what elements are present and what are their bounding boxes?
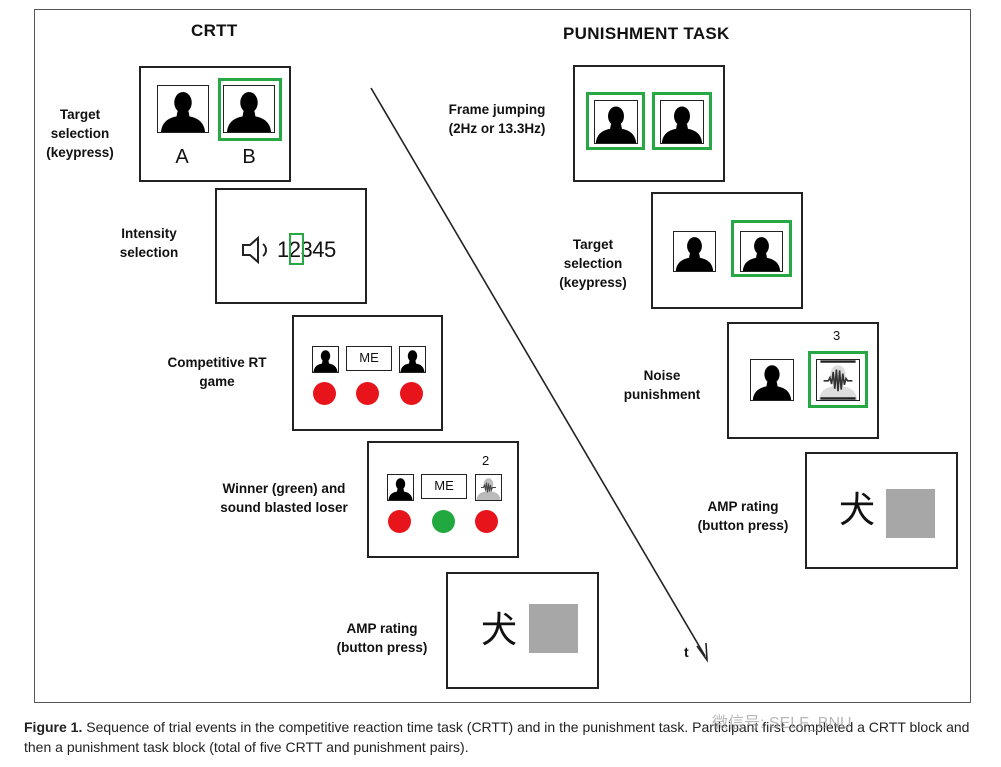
opponent-left-face-icon	[387, 474, 414, 501]
winner-panel: 2 ME	[367, 441, 519, 558]
opponent-right-face-icon	[740, 231, 783, 272]
frame-jumping-panel	[573, 65, 725, 182]
punishment-amp-rating-label: AMP rating (button press)	[697, 499, 789, 533]
punishment-amp-rating-panel: 犬	[805, 452, 958, 569]
selection-frame-left	[586, 92, 645, 150]
me-box: ME	[346, 346, 392, 371]
red-dot-right	[475, 510, 498, 533]
noise-punishment-label: Noise punishment	[623, 368, 701, 402]
speaker-icon	[242, 236, 267, 264]
opponent-right-face-icon	[660, 100, 704, 144]
crtt-heading: CRTT	[191, 21, 238, 40]
intensity-scale: 12345	[277, 237, 336, 262]
opponent-left-face-icon	[594, 100, 638, 144]
crtt-amp-rating-label: AMP rating (button press)	[336, 621, 428, 655]
chinese-character: 犬	[839, 490, 876, 531]
figure-frame	[34, 9, 971, 703]
competitive-rt-panel: ME	[292, 315, 443, 431]
winner-green-dot	[432, 510, 455, 533]
intensity-selection-panel: 12345	[215, 188, 367, 304]
figure-caption: Figure 1. Sequence of trial events in th…	[24, 717, 984, 757]
punishment-target-selection-label: Target selection (keypress)	[559, 237, 627, 290]
me-box: ME	[421, 474, 467, 499]
intensity-selection-label: Intensity selection	[119, 226, 179, 260]
sound-blasted-opponent-icon	[816, 359, 860, 401]
opponent-face-icon	[750, 359, 794, 401]
noise-square	[886, 489, 935, 538]
option-b-label: B	[242, 146, 256, 168]
option-a-label: A	[175, 146, 189, 168]
opponent-left-face-icon	[312, 346, 339, 373]
time-axis-label: t	[684, 644, 689, 660]
red-dot-right	[400, 382, 423, 405]
competitive-rt-label: Competitive RT game	[167, 355, 267, 389]
frame-jumping-label: Frame jumping (2Hz or 13.3Hz)	[448, 102, 546, 136]
selection-frame	[218, 78, 282, 141]
sound-blasted-loser-icon	[475, 474, 502, 501]
time-arrow	[370, 87, 708, 663]
opponent-b-face-icon	[223, 85, 275, 133]
intensity-number: 3	[833, 328, 841, 343]
opponent-left-face-icon	[673, 231, 716, 272]
intensity-number: 2	[482, 453, 490, 468]
selection-frame	[808, 351, 868, 408]
noise-punishment-panel: 3	[727, 322, 879, 439]
winner-label: Winner (green) and sound blasted loser	[220, 481, 348, 515]
red-dot-left	[388, 510, 411, 533]
red-dot-left	[313, 382, 336, 405]
punishment-task-heading: PUNISHMENT TASK	[563, 24, 730, 43]
figure-label: Figure 1.	[24, 719, 83, 735]
selection-frame-right	[652, 92, 712, 150]
caption-text: Sequence of trial events in the competit…	[24, 719, 970, 755]
crtt-target-selection-panel: A B	[139, 66, 291, 182]
crtt-target-selection-label: Target selection (keypress)	[46, 107, 114, 160]
selection-frame	[731, 220, 792, 277]
crtt-amp-rating-panel: 犬	[446, 572, 599, 689]
red-dot-center	[356, 382, 379, 405]
punishment-target-selection-panel	[651, 192, 803, 309]
opponent-a-face-icon	[157, 85, 209, 133]
watermark: 微信号: SELF_BNU	[712, 715, 852, 732]
noise-square	[529, 604, 578, 653]
opponent-right-face-icon	[399, 346, 426, 373]
chinese-character: 犬	[481, 610, 518, 651]
intensity-selection-frame	[289, 233, 304, 265]
